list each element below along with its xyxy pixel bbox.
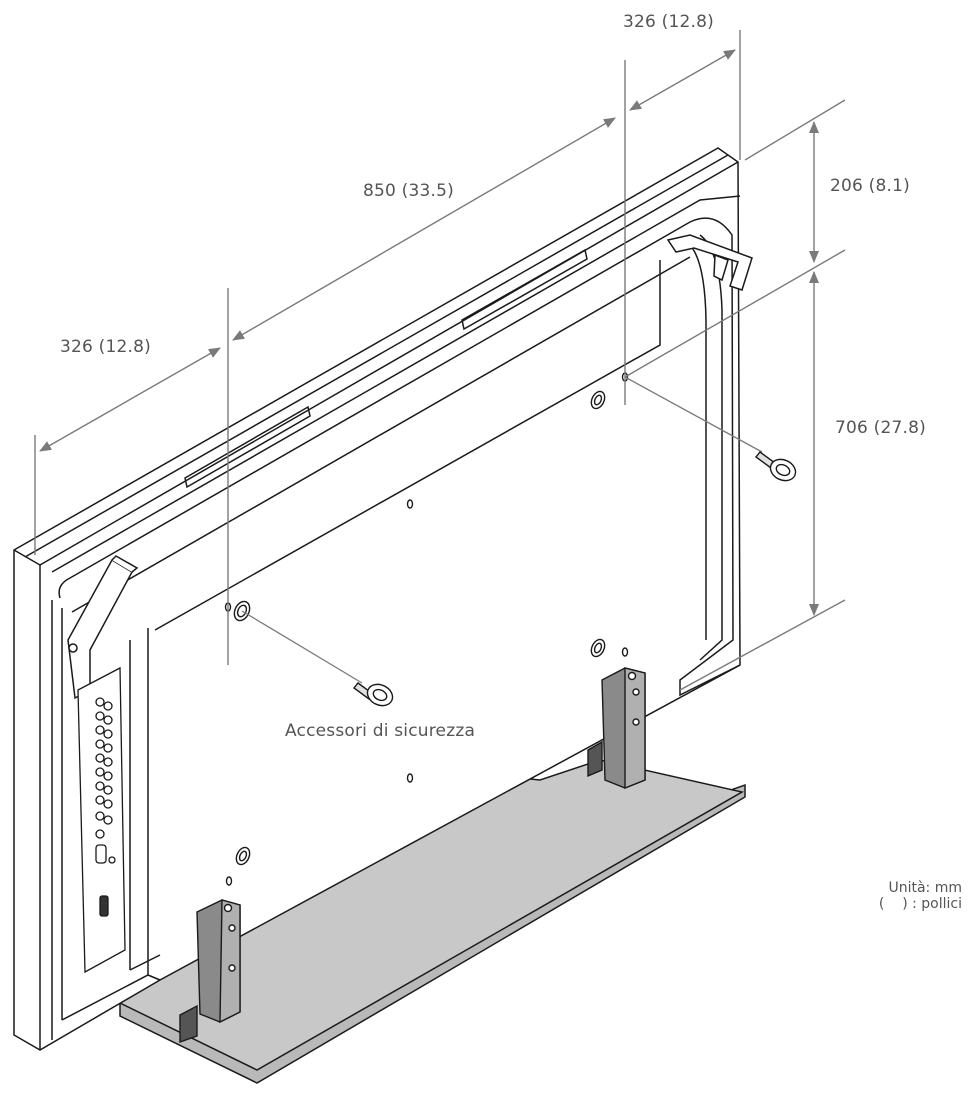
units-paren-open: ( [878,896,885,912]
units-inches: ( ) : pollici [850,896,962,912]
dimension-label-vertical-spacing: 706 (27.8) [835,418,926,438]
units-legend: Unità: mm ( ) : pollici [850,880,962,912]
right-handle [666,234,753,291]
dimension-label-top-center: 850 (33.5) [363,181,454,201]
left-handle [67,555,139,700]
terminal-panel [77,666,126,974]
eye-bolt-left [241,610,394,707]
eye-bolt-right [624,376,797,482]
dimension-lines [34,30,846,691]
monitor-body [13,147,741,1051]
dimension-label-left: 326 (12.8) [60,337,151,357]
accessory-label: Accessori di sicurezza [285,721,476,741]
dimension-label-top-offset: 206 (8.1) [830,176,910,196]
stand-bracket-right [587,667,646,790]
dimension-label-top-right: 326 (12.8) [623,12,714,32]
stand-bracket-left [179,899,241,1043]
units-paren-close: ) : pollici [902,896,962,912]
units-mm: Unità: mm [888,880,962,896]
